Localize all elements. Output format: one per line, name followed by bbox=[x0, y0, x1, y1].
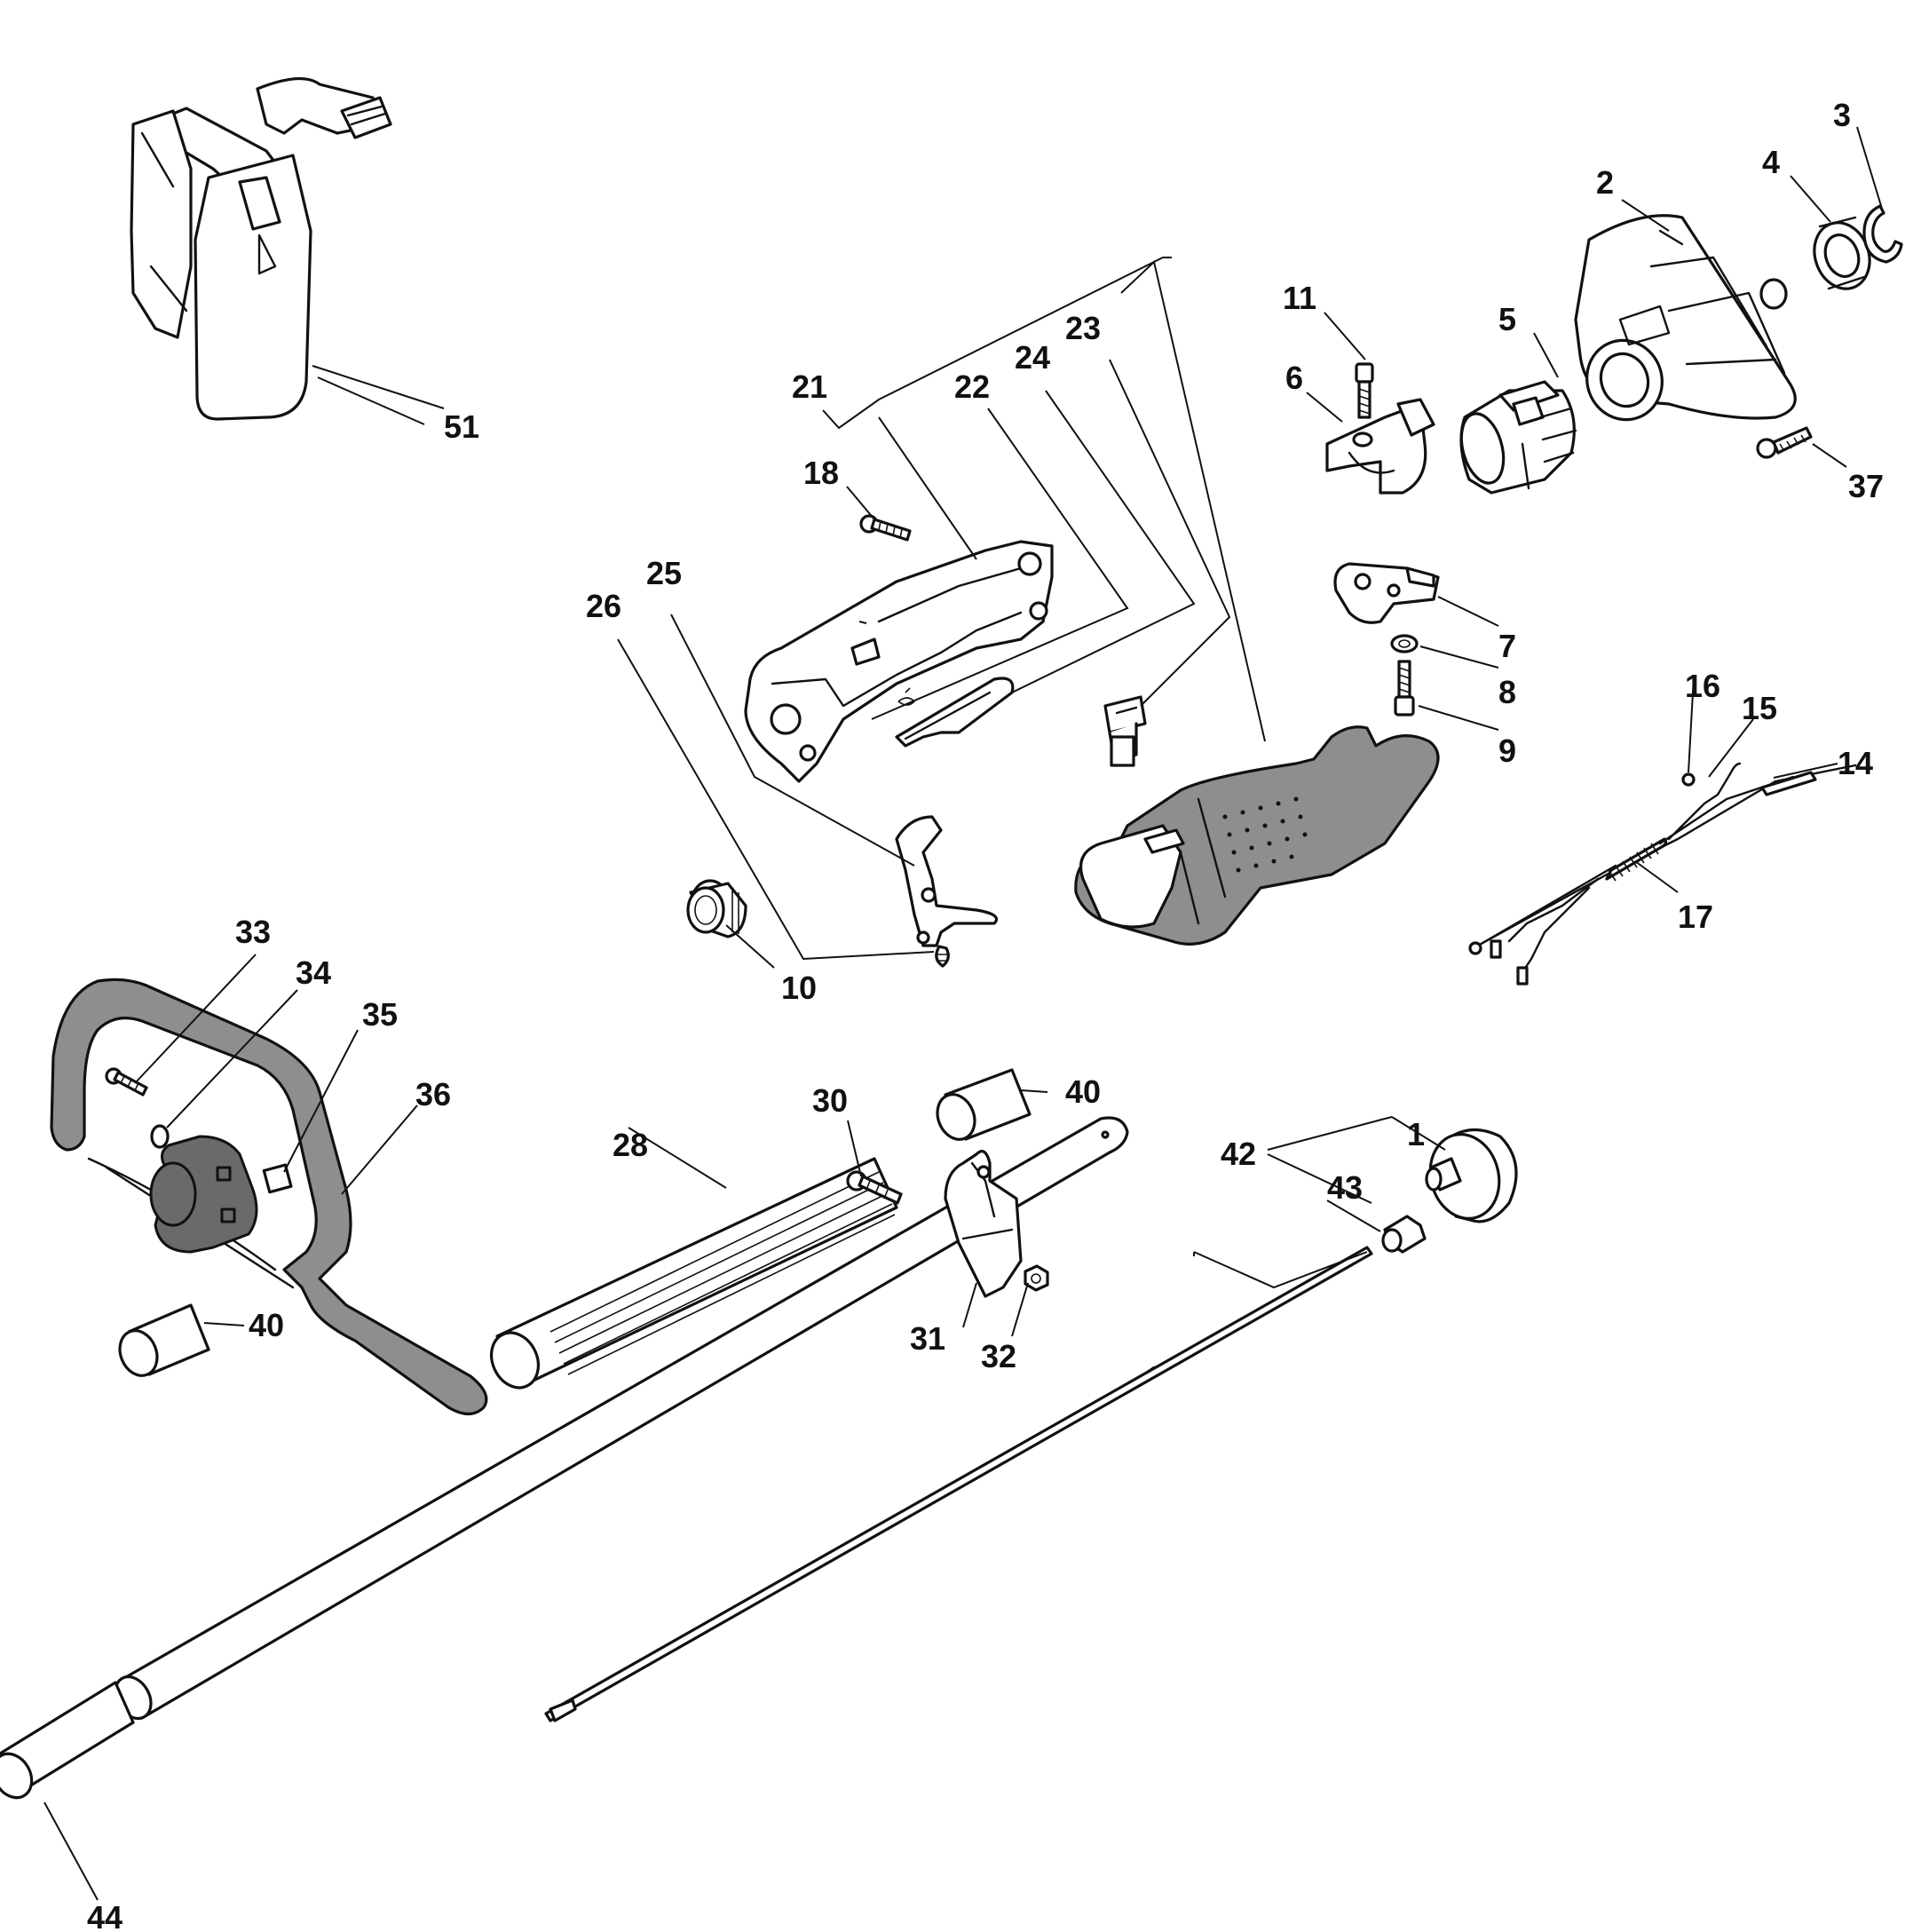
part-30-bolt bbox=[846, 1170, 903, 1205]
part-28-grip-sleeve bbox=[490, 1157, 898, 1390]
callout-44: 44 bbox=[87, 1899, 123, 1932]
callout-25: 25 bbox=[646, 555, 682, 591]
callout-26: 26 bbox=[586, 588, 621, 624]
part-43-connector bbox=[1381, 1215, 1427, 1254]
callout-32: 32 bbox=[981, 1338, 1016, 1374]
part-7-lower-clamp bbox=[1333, 562, 1440, 624]
callout-15: 15 bbox=[1742, 690, 1777, 726]
part-4-bearing bbox=[1813, 216, 1871, 290]
callout-31: 31 bbox=[910, 1320, 945, 1357]
part-32-nut bbox=[1024, 1264, 1049, 1292]
part-11-screw bbox=[1355, 362, 1374, 419]
part-8-washer bbox=[1390, 634, 1419, 653]
part-42-drive-shaft bbox=[544, 1246, 1373, 1722]
callout-14: 14 bbox=[1838, 745, 1873, 781]
part-36-loop-handle bbox=[50, 978, 488, 1416]
part-grip-handle bbox=[1074, 725, 1440, 946]
callout-42: 42 bbox=[1221, 1136, 1256, 1172]
callout-3: 3 bbox=[1833, 97, 1851, 133]
part-44-drive-tube bbox=[0, 1116, 1129, 1800]
callout-28: 28 bbox=[613, 1127, 648, 1163]
callout-24: 24 bbox=[1015, 339, 1050, 376]
part-1-clutch-drum bbox=[1425, 1128, 1518, 1223]
part-40-sleeve-lower bbox=[118, 1303, 210, 1377]
part-17-cable-assembly bbox=[1468, 762, 1857, 986]
part-37-screw bbox=[1756, 426, 1813, 459]
callout-7: 7 bbox=[1498, 628, 1516, 664]
part-40-sleeve-upper bbox=[936, 1068, 1032, 1141]
callout-8: 8 bbox=[1498, 674, 1516, 710]
part-25-trigger bbox=[895, 815, 999, 947]
part-35-handle-clamp bbox=[149, 1135, 293, 1254]
callout-40-lower: 40 bbox=[249, 1307, 284, 1343]
part-5-coupling-sleeve bbox=[1459, 380, 1577, 495]
callout-6: 6 bbox=[1285, 360, 1303, 396]
part-23-switch bbox=[1103, 695, 1147, 767]
part-26-spring bbox=[935, 945, 950, 968]
callout-40-upper: 40 bbox=[1065, 1073, 1101, 1110]
part-3-circlip bbox=[1862, 204, 1903, 264]
part-51-shoulder-harness bbox=[130, 76, 392, 421]
callout-34: 34 bbox=[296, 954, 331, 991]
part-2-housing-cone bbox=[1574, 214, 1797, 422]
part-6-clamp bbox=[1325, 398, 1435, 495]
callout-17: 17 bbox=[1678, 899, 1713, 935]
part-9-bolt bbox=[1394, 660, 1415, 717]
callout-37: 37 bbox=[1848, 468, 1884, 504]
callout-22: 22 bbox=[954, 368, 990, 405]
leader-lines bbox=[43, 126, 1883, 1901]
callout-33: 33 bbox=[235, 914, 271, 950]
part-31-tube-clamp bbox=[944, 1150, 1023, 1298]
callout-2: 2 bbox=[1596, 164, 1614, 201]
callout-43: 43 bbox=[1327, 1169, 1363, 1206]
callout-23: 23 bbox=[1065, 310, 1101, 346]
callout-51: 51 bbox=[444, 408, 479, 445]
part-10-ring-nut bbox=[686, 879, 747, 938]
part-18-screw bbox=[859, 514, 912, 542]
callout-5: 5 bbox=[1498, 301, 1516, 337]
part-34-washer bbox=[150, 1124, 170, 1149]
callout-9: 9 bbox=[1498, 732, 1516, 769]
callout-1: 1 bbox=[1407, 1116, 1425, 1152]
callout-35: 35 bbox=[362, 996, 398, 1033]
callout-21: 21 bbox=[792, 368, 827, 405]
callout-30: 30 bbox=[812, 1082, 848, 1119]
part-22-throttle-housing bbox=[744, 540, 1054, 783]
callout-36: 36 bbox=[415, 1076, 451, 1112]
callout-18: 18 bbox=[803, 455, 839, 491]
callout-4: 4 bbox=[1762, 144, 1780, 180]
callout-16: 16 bbox=[1685, 668, 1720, 704]
part-33-bolt bbox=[105, 1067, 148, 1097]
callout-10: 10 bbox=[781, 970, 817, 1006]
callout-11: 11 bbox=[1283, 280, 1316, 316]
part-24-throttle-lever bbox=[895, 677, 1015, 748]
